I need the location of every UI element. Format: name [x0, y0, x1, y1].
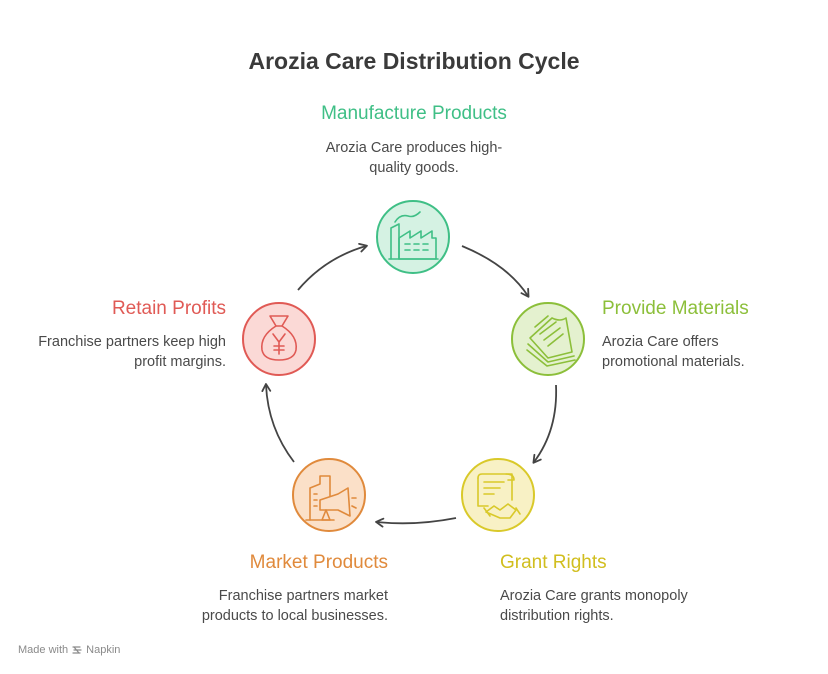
- stage-title-manufacture: Manufacture Products: [321, 103, 507, 124]
- contract-handshake-icon: [477, 473, 521, 519]
- arrow-market-to-profits: [261, 383, 295, 463]
- arrow-manufacture-to-materials: [461, 245, 530, 298]
- stage-circle-market: [292, 458, 366, 532]
- stage-circle-rights: [461, 458, 535, 532]
- footer: Made with Napkin: [18, 644, 120, 656]
- arrow-rights-to-market: [375, 517, 457, 528]
- stage-circle-profits: [242, 302, 316, 376]
- megaphone-icon: [305, 475, 357, 521]
- arrow-materials-to-rights: [532, 384, 558, 464]
- stage-description-rights: Arozia Care grants monopoly distribution…: [500, 588, 688, 624]
- money-bag-icon: [260, 315, 298, 361]
- made-with-label: Made with: [18, 644, 69, 656]
- stage-description-market: Franchise partners market products to lo…: [201, 588, 388, 624]
- factory-icon: [388, 211, 439, 260]
- stage-title-market: Market Products: [249, 552, 388, 573]
- page-title: Arozia Care Distribution Cycle: [248, 48, 580, 74]
- stage-title-profits: Retain Profits: [111, 298, 226, 319]
- stage-circle-manufacture: [376, 200, 450, 274]
- stage-title-materials: Provide Materials: [602, 298, 749, 319]
- brand-name[interactable]: Napkin: [86, 644, 121, 656]
- stage-circle-materials: [511, 302, 585, 376]
- arrow-profits-to-manufacture: [297, 242, 368, 291]
- money-stack-icon: [526, 315, 576, 367]
- napkin-logo-icon: [72, 646, 82, 654]
- stage-description-materials: Arozia Care offers promotional materials…: [602, 334, 745, 370]
- stage-description-profits: Franchise partners keep high profit marg…: [38, 334, 226, 370]
- stage-title-rights: Grant Rights: [500, 552, 607, 573]
- stage-description-manufacture: Arozia Care produces high-quality goods.: [325, 140, 503, 176]
